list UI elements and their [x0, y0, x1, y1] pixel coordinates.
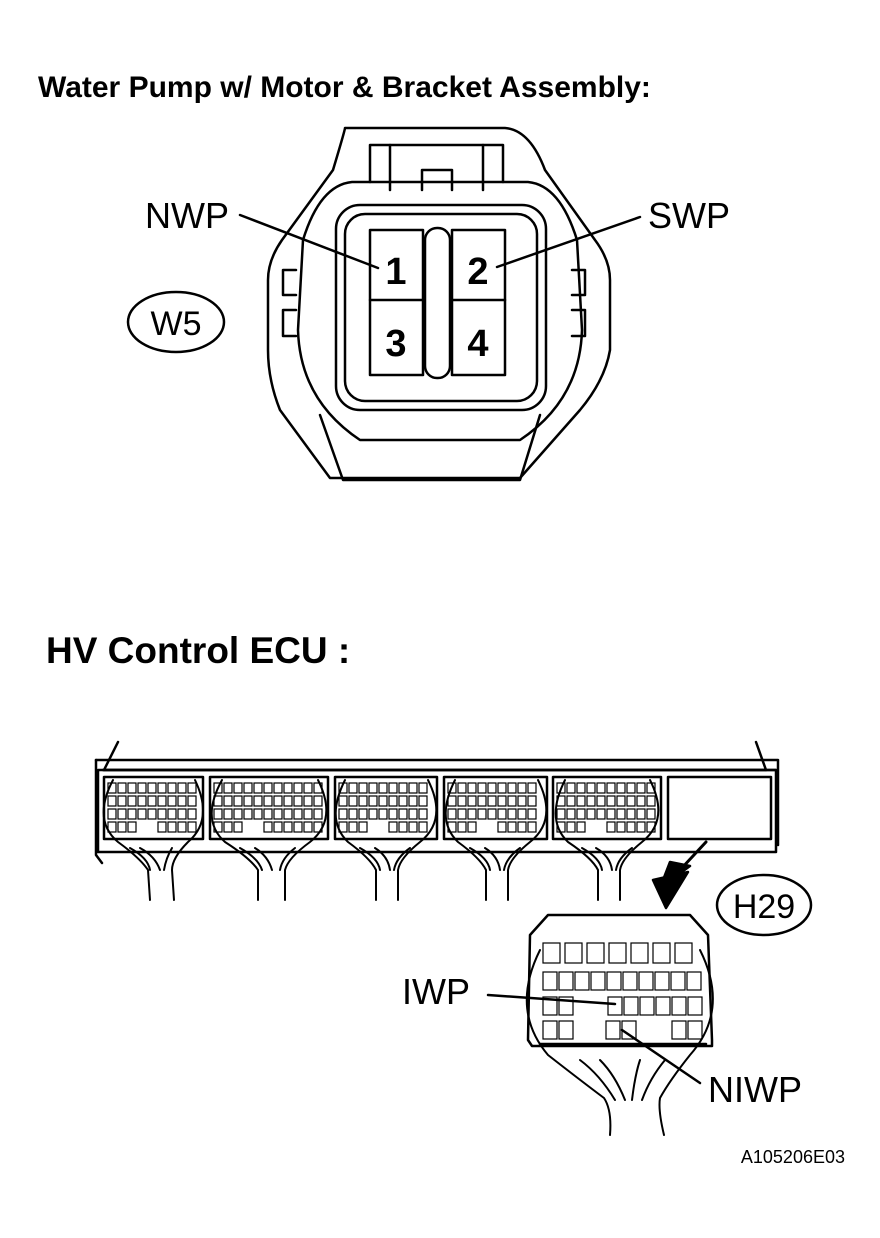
ecu-section-title: HV Control ECU :	[46, 630, 351, 671]
figure-code: A105206E03	[741, 1147, 845, 1167]
pin-2-label: 2	[467, 251, 488, 293]
w5-badge-outline	[126, 290, 226, 354]
w5-section-title: Water Pump w/ Motor & Bracket Assembly:	[38, 71, 651, 104]
w5-badge: W5	[151, 305, 202, 343]
ecu-housing	[94, 740, 780, 865]
nwp-leader-line	[238, 213, 380, 270]
nwp-pin-label: NWP	[145, 195, 229, 236]
iwp-pin-label: IWP	[402, 971, 470, 1012]
swp-pin-label: SWP	[648, 195, 730, 236]
pin-3-label: 3	[385, 323, 406, 365]
connector-pointer-arrow	[651, 840, 708, 910]
h29-connector-face	[525, 913, 714, 1136]
h29-badge-outline	[715, 873, 813, 937]
pin-4-label: 4	[467, 323, 488, 365]
w5-connector-face	[266, 126, 612, 482]
h29-badge: H29	[733, 888, 795, 926]
swp-leader-line	[495, 215, 642, 269]
ecu-harness-bundles	[102, 779, 660, 901]
pin-1-label: 1	[385, 251, 406, 293]
ecu-pin-grids	[107, 782, 703, 1040]
iwp-leader-line	[486, 993, 617, 1006]
niwp-pin-label: NIWP	[708, 1069, 802, 1110]
